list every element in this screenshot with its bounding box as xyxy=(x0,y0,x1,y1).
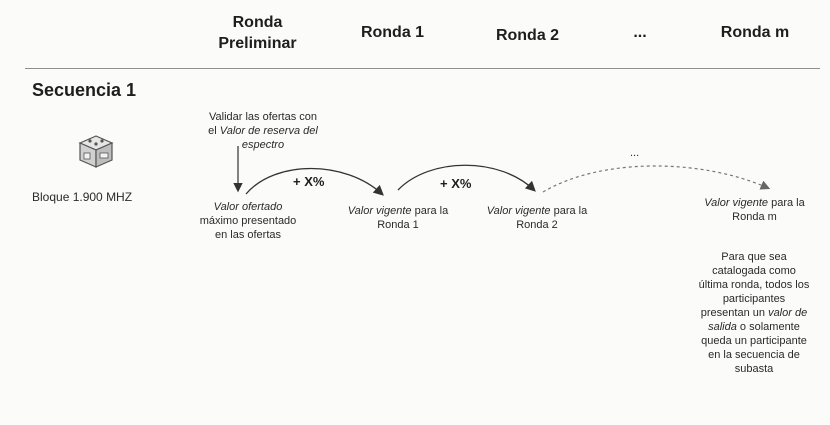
node-r1-rest: para la xyxy=(411,205,449,217)
note-line6: salida o solamente xyxy=(684,320,824,334)
node-valor-vigente-r1: Valor vigente para la Ronda 1 xyxy=(323,204,473,232)
validate-line2-prefix: el xyxy=(208,125,220,137)
note-line8: en la secuencia de xyxy=(708,349,800,361)
note-line4: participantes xyxy=(722,293,786,305)
block-label: Bloque 1.900 MHZ xyxy=(32,190,133,204)
validate-line2: el Valor de reserva del xyxy=(183,124,343,138)
validate-line2-italic: Valor de reserva del xyxy=(219,125,318,137)
node-valor-ofertado: Valor ofertado máximo presentado en las … xyxy=(183,200,313,242)
final-round-note: Para que sea catalogada como última rond… xyxy=(684,250,824,376)
node-rm-rest: para la xyxy=(768,197,805,209)
header-ronda-preliminar-line2: Preliminar xyxy=(218,35,297,52)
note-line9: subasta xyxy=(734,363,774,375)
header-ronda-1: Ronda 1 xyxy=(360,24,425,41)
note-line1: Para que sea xyxy=(721,251,787,263)
node-valor-ofertado-italic: Valor ofertado xyxy=(213,201,283,213)
validate-line3: espectro xyxy=(183,138,343,152)
note-line3: última ronda, todos los xyxy=(698,279,810,291)
validate-line1: Validar las ofertas con xyxy=(208,111,318,123)
header-ronda-preliminar: Ronda Preliminar xyxy=(205,12,310,54)
node-rm-italic: Valor vigente xyxy=(704,197,769,209)
note-line5-italic: valor de xyxy=(768,307,808,319)
arc-arrow-dashed xyxy=(542,165,771,193)
node-r2-line1: Valor vigente para la xyxy=(462,204,612,218)
note-line6-rest: o solamente xyxy=(736,321,800,333)
node-r2-italic: Valor vigente xyxy=(486,205,551,217)
header-ellipsis: ... xyxy=(633,24,647,41)
node-r1-line2: Ronda 1 xyxy=(377,219,419,231)
node-r2-rest: para la xyxy=(550,205,588,217)
node-valor-ofertado-line2: máximo presentado xyxy=(199,215,297,227)
header-ronda-2: Ronda 2 xyxy=(495,27,560,44)
node-rm-line1: Valor vigente para la xyxy=(682,196,827,210)
sequence-title: Secuencia 1 xyxy=(32,80,137,100)
header-ronda-preliminar-line1: Ronda xyxy=(232,14,283,31)
node-r1-italic: Valor vigente xyxy=(347,205,412,217)
node-r2-line2: Ronda 2 xyxy=(516,219,558,231)
increment-1: + X% xyxy=(293,174,325,189)
node-rm-line2: Ronda m xyxy=(732,211,777,223)
node-valor-vigente-rm: Valor vigente para la Ronda m xyxy=(682,196,827,224)
node-valor-ofertado-line1: Valor ofertado xyxy=(183,200,313,214)
increment-ellipsis: ... xyxy=(630,147,640,159)
note-line2: catalogada como xyxy=(712,265,796,277)
note-line6-italic: salida xyxy=(708,321,737,333)
box-icon-shape xyxy=(78,135,114,168)
header-divider xyxy=(25,68,820,69)
increment-2: + X% xyxy=(440,176,472,191)
validate-note: Validar las ofertas con el Valor de rese… xyxy=(183,110,343,152)
header-ronda-m: Ronda m xyxy=(720,24,790,41)
node-valor-vigente-r2: Valor vigente para la Ronda 2 xyxy=(462,204,612,232)
note-line5-prefix: presentan un xyxy=(700,307,769,319)
node-valor-ofertado-line3: en las ofertas xyxy=(214,229,282,241)
validate-line3-italic: espectro xyxy=(241,139,285,151)
note-line7: queda un participante xyxy=(701,335,807,347)
node-r1-line1: Valor vigente para la xyxy=(323,204,473,218)
note-line5: presentan un valor de xyxy=(684,306,824,320)
